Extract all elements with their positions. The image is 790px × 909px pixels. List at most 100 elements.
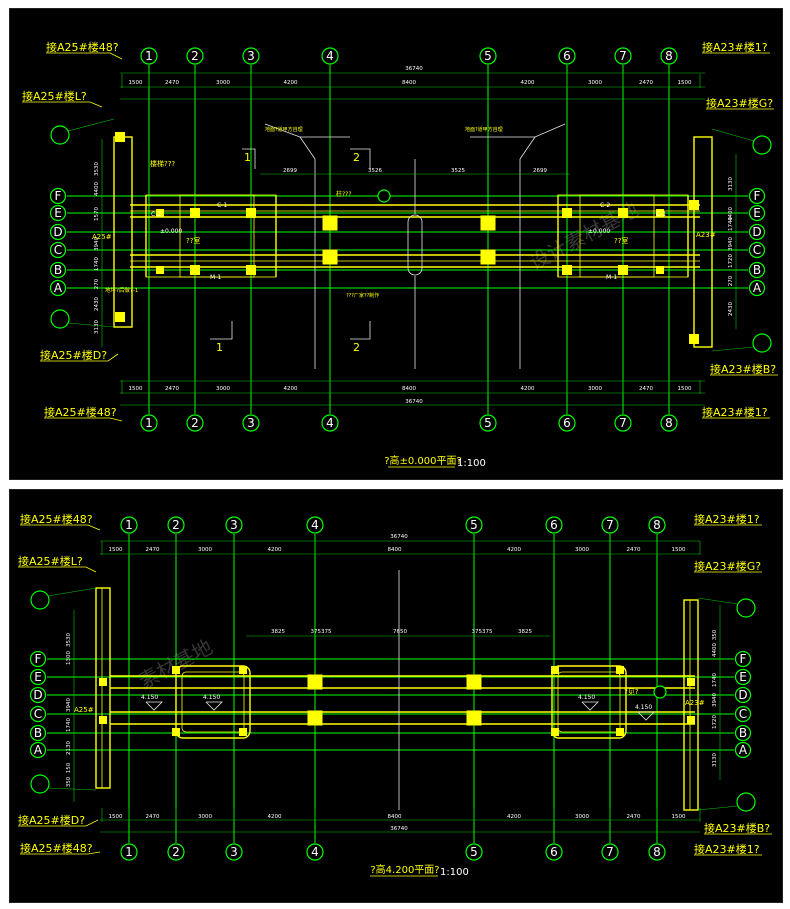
axis-label-row-E: E [34, 670, 42, 684]
axis-label-col-4: 4 [311, 518, 319, 532]
axis-bubble-col-5-bottom [465, 843, 483, 861]
axis-bubble-col-1-top [140, 47, 158, 65]
axis-bubble-row-E-right [748, 204, 766, 222]
dim-b-mid-4: 375375 [472, 629, 493, 635]
axis-label-col-7: 7 [619, 49, 627, 63]
axis-label-col-8: 8 [653, 518, 661, 532]
axis-bubble-row-A-left [49, 279, 67, 297]
structural-column [246, 265, 256, 275]
structural-column [656, 209, 664, 217]
axis-label-row-F: F [740, 652, 747, 666]
axis-bubble-col-8-top [660, 47, 678, 65]
axis-bubble-col-7-bottom [614, 414, 632, 432]
axis-label-col-5: 5 [484, 49, 492, 63]
structural-column [480, 215, 496, 231]
structural-column [656, 266, 664, 274]
axis-bubble-row-C-right [734, 705, 752, 723]
dim-total-bottom-2: 36740 [390, 826, 408, 832]
vdim-left-1: 1300 [66, 651, 72, 665]
dim-span-top-7: 2470 [627, 547, 641, 553]
axis-label-col-1: 1 [125, 845, 133, 859]
ref-bubble-l [50, 125, 70, 145]
axis-bubble-col-8-top [648, 516, 666, 534]
dim-span-top-2: 3000 [198, 547, 212, 553]
axis-bubble-col-5-top [465, 516, 483, 534]
section-mark-2b: 2 [353, 341, 360, 354]
vdim-right-4: 1720 [712, 715, 718, 729]
axis-bubble-col-2-bottom [186, 414, 204, 432]
axis-label-col-3: 3 [247, 416, 255, 430]
structural-column [190, 265, 200, 275]
level-1: 4.150 [141, 694, 158, 701]
axis-bubble-row-F-left [29, 650, 47, 668]
axis-bubble-row-D-left [49, 223, 67, 241]
structural-column [115, 312, 125, 322]
bldg-left-2: A25# [74, 706, 94, 714]
axis-bubble-row-F-right [748, 187, 766, 205]
vdim-left-4: 2130 [66, 741, 72, 755]
dim-total-top-2: 36740 [390, 534, 408, 540]
dim-span-bottom-0: 1500 [109, 814, 123, 820]
dim-span-bottom-4: 8400 [402, 386, 416, 392]
structural-column [239, 666, 247, 674]
dim-span-bottom-0: 1500 [129, 386, 143, 392]
axis-label-row-B: B [739, 726, 747, 740]
axis-label-row-C: C [54, 243, 62, 257]
vdim-right-6: 2430 [728, 302, 734, 316]
axis-label-col-5: 5 [470, 518, 478, 532]
dim-total-bottom: 36740 [405, 399, 423, 405]
annot-2: ?见? [624, 688, 639, 696]
vdim-left-2: 1570 [94, 207, 100, 221]
vdim-left-3: 1740 [66, 718, 72, 732]
structural-column [562, 265, 572, 275]
structural-column [307, 710, 323, 726]
structural-column [99, 716, 107, 724]
axis-label-row-C: C [739, 707, 747, 721]
axis-label-col-5: 5 [470, 845, 478, 859]
level-3: 4.150 [578, 694, 595, 701]
axis-bubble-col-4-bottom [306, 843, 324, 861]
structural-column [616, 666, 624, 674]
dim-total-top: 36740 [405, 66, 423, 72]
axis-bubble-row-D-right [734, 686, 752, 704]
axis-label-col-7: 7 [619, 416, 627, 430]
dim-span-top-0: 1500 [109, 547, 123, 553]
axis-label-col-2: 2 [191, 49, 199, 63]
structural-column [99, 678, 107, 686]
ref-top-left: 接A25#楼48? [46, 40, 119, 54]
axis-label-col-6: 6 [563, 416, 571, 430]
dim-span-bottom-2: 3000 [198, 814, 212, 820]
structural-column [618, 208, 628, 218]
dim-span-top-3: 4200 [268, 547, 282, 553]
dim-span-bottom-7: 2470 [627, 814, 641, 820]
structural-column [562, 208, 572, 218]
structural-column [322, 249, 338, 265]
room-right: ??室 [614, 236, 628, 245]
dim-span-top-8: 1500 [672, 547, 686, 553]
ref-bubble-g [752, 135, 772, 155]
dim-mid-1: 2699 [283, 168, 297, 174]
axis-label-col-8: 8 [665, 416, 673, 430]
structural-column [322, 215, 338, 231]
annot-left: 地面?道甲方自理 [265, 126, 303, 133]
axis-bubble-col-3-top [225, 516, 243, 534]
axis-bubble-col-3-bottom [242, 414, 260, 432]
dim-span-top-6: 3000 [575, 547, 589, 553]
axis-label-row-C: C [753, 243, 761, 257]
ref-left-d-2: 接A25#楼D? [18, 813, 85, 827]
room-left: ??室 [186, 236, 200, 245]
vdim-left-4: 1740 [94, 257, 100, 271]
axis-label-row-C: C [34, 707, 42, 721]
dim-span-bottom-8: 1500 [678, 386, 692, 392]
c2-right: C-2 [600, 202, 610, 209]
structural-column [689, 200, 699, 210]
axis-bubble-row-F-right [734, 650, 752, 668]
c2-left: C-2 [151, 211, 161, 218]
c1-right: C-1 [656, 211, 666, 218]
dim-span-top-5: 4200 [521, 80, 535, 86]
vdim-right-0: 350 [712, 629, 718, 640]
vdim-left-3: 3940 [94, 237, 100, 251]
axis-label-col-1: 1 [145, 49, 153, 63]
structural-column [466, 710, 482, 726]
